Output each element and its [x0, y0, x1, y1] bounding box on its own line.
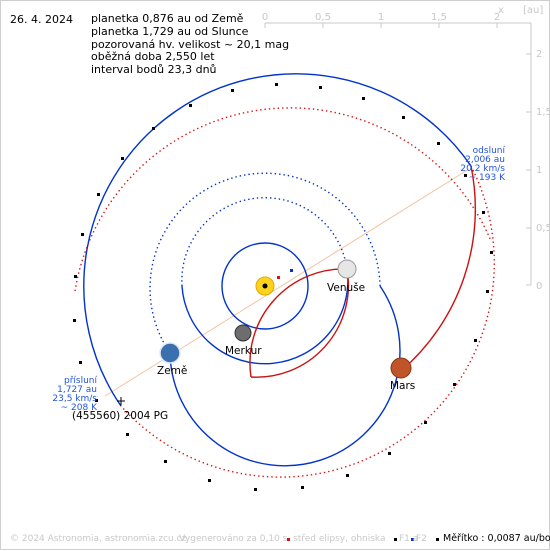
mercury-planet: [234, 324, 252, 342]
perihelion-distance: 1,727 au: [57, 385, 97, 395]
mars-orbit-near: [250, 268, 350, 378]
legend-f1-marker: [394, 538, 397, 541]
legend-center-text: střed elipsy, ohniska: [293, 534, 386, 544]
earth-planet: [159, 342, 181, 364]
legend-scale-marker: [436, 538, 439, 541]
ellipse-center-marker: [277, 276, 280, 279]
y-tick-3: 0,5: [536, 223, 550, 234]
x-tick-0: 0: [262, 12, 268, 23]
earth-label: Země: [157, 365, 187, 377]
aphelion-title: odsluní: [473, 146, 506, 156]
top-axis: [264, 22, 531, 28]
asteroid-marker: [117, 397, 125, 405]
aphelion-temp: ~ 193 K: [469, 173, 506, 183]
legend-f2-marker: [411, 538, 414, 541]
legend-f2-text: F2: [416, 534, 427, 544]
generated-text: Vygenerováno za 0,10 s: [179, 534, 288, 544]
x-tick-4: 2: [494, 12, 500, 23]
perihelion-title: přísluní: [64, 376, 98, 386]
earth-distance-text: planetka 0,876 au od Země: [91, 12, 244, 25]
mercury-label: Merkur: [225, 345, 262, 357]
y-axis-unit: [au]: [523, 5, 543, 16]
asteroid-orbit-solid: [83, 73, 472, 407]
info-panel: planetka 0,876 au od Země planetka 1,729…: [91, 12, 290, 77]
venus-orbit-near: [181, 268, 349, 365]
sun-distance-text: planetka 1,729 au od Slunce: [91, 24, 249, 38]
perihelion-temp: ~ 208 K: [61, 403, 98, 413]
interval-text: interval bodů 23,3 dnů: [91, 63, 217, 77]
asteroid-orbit-dotted-red: [120, 165, 495, 478]
asteroid-markers: [73, 83, 493, 491]
mars-label: Mars: [390, 380, 415, 392]
y-tick-0: 2: [536, 49, 542, 60]
aphelion-distance: 2,006 au: [465, 155, 505, 165]
legend-center-marker: [287, 538, 290, 541]
date-label: 26. 4. 2024: [10, 13, 73, 26]
asteroid-orbit-outer: [74, 107, 492, 292]
mars-planet: [390, 357, 412, 379]
x-tick-2: 1: [378, 12, 384, 23]
period-text: oběžná doba 2,550 let: [91, 50, 215, 64]
mercury-orbit: [221, 242, 309, 330]
asteroid-orbit-solid-red: [400, 165, 476, 372]
asteroid-label: (455560) 2004 PG: [72, 410, 168, 422]
magnitude-text: pozorovaná hv. velikost ~ 20,1 mag: [91, 37, 290, 51]
legend-f1-text: F1 a: [399, 534, 419, 544]
scale-text: Měřítko : 0,0087 au/bod: [443, 533, 550, 544]
venus-planet: [337, 259, 357, 279]
y-tick-2: 1: [536, 165, 542, 176]
x-tick-1: 0,5: [315, 12, 331, 23]
aphelion-speed: 20,2 km/s: [460, 164, 505, 174]
right-axis: [526, 23, 532, 286]
focus-f2-marker: [290, 269, 293, 272]
venus-label: Venuše: [327, 282, 365, 294]
earth-orbit-near: [169, 285, 401, 467]
y-tick-4: 0: [536, 281, 542, 292]
copyright-text: © 2024 Astronomia, astronomia.zcu.cz: [10, 534, 187, 544]
apsis-line: [104, 168, 470, 397]
perihelion-speed: 23,5 km/s: [52, 394, 97, 404]
sun: [255, 276, 275, 296]
mars-orbit-far: [249, 268, 348, 378]
y-tick-1: 1,5: [536, 107, 550, 118]
x-axis-unit: x: [498, 5, 504, 16]
venus-orbit-far: [181, 197, 348, 287]
x-tick-3: 1,5: [431, 12, 447, 23]
